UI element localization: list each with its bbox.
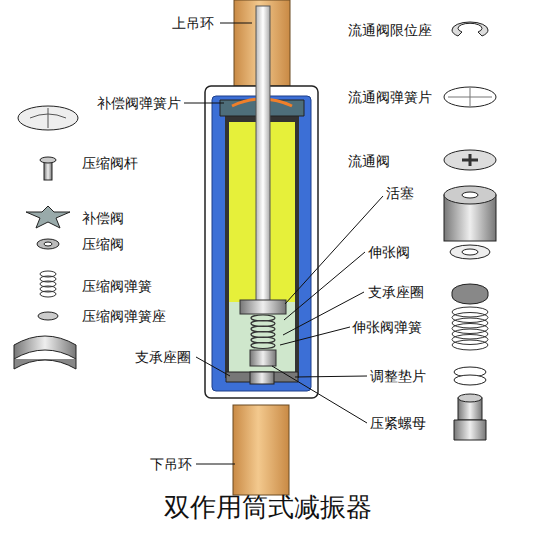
part-label: 流通阀 [348, 152, 390, 170]
part-label: 伸张阀弹簧 [352, 318, 422, 336]
part-label: 支承座圈 [368, 283, 424, 301]
part-label: 压紧螺母 [370, 414, 426, 432]
piston-rod [256, 6, 270, 306]
part-label: 压缩阀弹簧座 [82, 307, 166, 325]
part-label: 下吊环 [150, 455, 192, 473]
part-label: 流通阀限位座 [348, 21, 432, 39]
piston [240, 300, 286, 314]
part-label: 压缩阀弹簧 [82, 277, 152, 295]
part-label: 流通阀弹簧片 [348, 88, 432, 106]
nut [250, 350, 276, 366]
part-label: 伸张阀 [368, 243, 410, 261]
part-label: 压缩阀 [82, 235, 124, 253]
part-label: 活塞 [386, 184, 414, 202]
diagram-title: 双作用筒式减振器 [0, 490, 536, 524]
part-label: 上吊环 [172, 14, 214, 32]
lower-eye [233, 405, 289, 495]
base-valve-body [250, 372, 274, 384]
part-label: 调整垫片 [370, 367, 426, 385]
part-label: 压缩阀杆 [82, 154, 138, 172]
right-parts [444, 22, 496, 440]
left-parts [14, 106, 78, 369]
part-label: 补偿阀弹簧片 [97, 94, 181, 112]
part-label: 补偿阀 [82, 209, 124, 227]
part-label: 支承座圈 [135, 348, 191, 366]
rebound-spring [251, 315, 275, 349]
